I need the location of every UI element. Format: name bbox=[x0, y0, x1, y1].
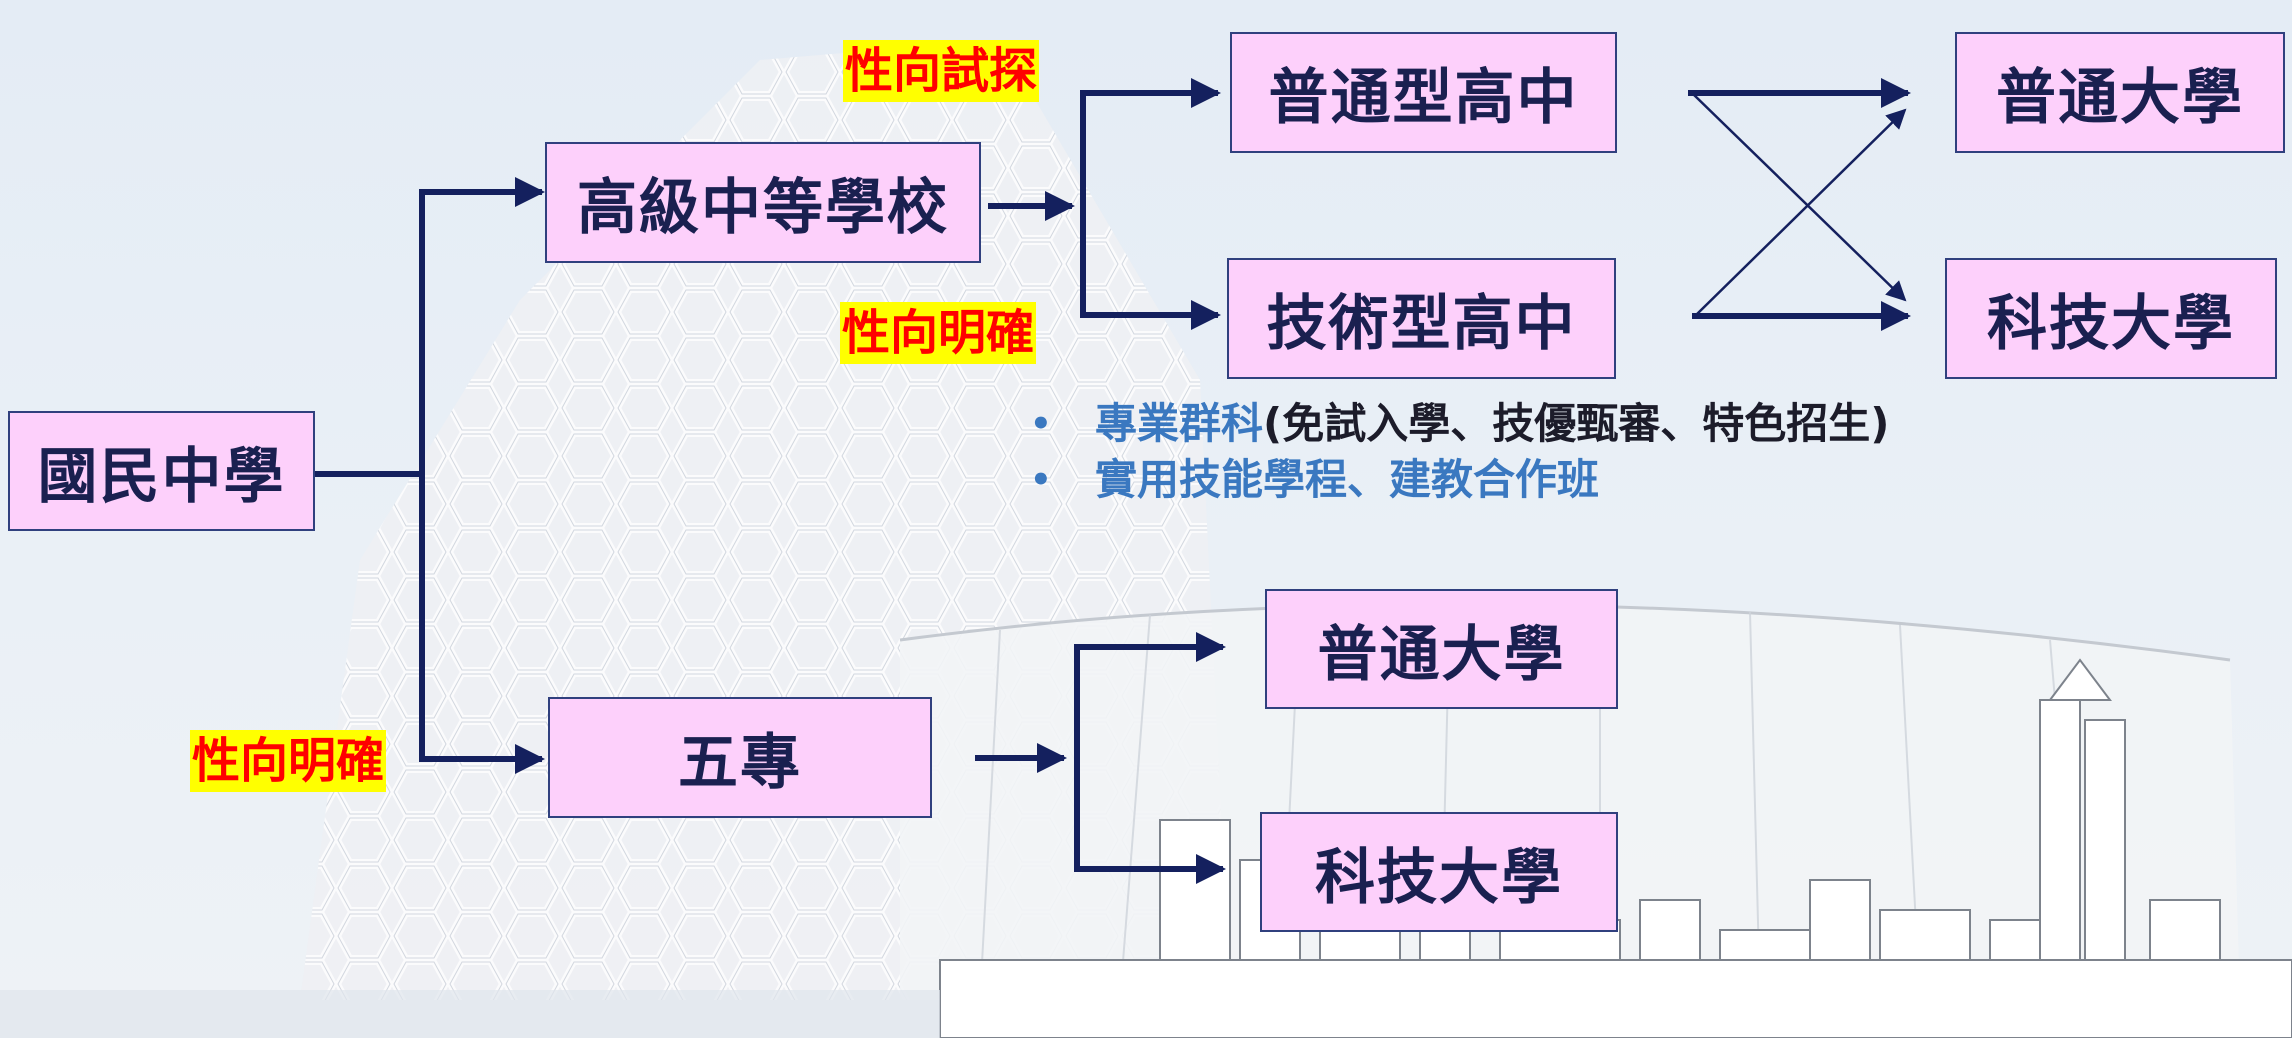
node-technical-high: 技術型高中 bbox=[1227, 258, 1616, 379]
node-university-top: 普通大學 bbox=[1955, 32, 2285, 153]
node-tech-university-bottom: 科技大學 bbox=[1260, 812, 1618, 932]
program-notes: • 專業群科 (免試入學、技優甄審、特色招生) • 實用技能學程、建教合作班 bbox=[1030, 396, 1889, 508]
arrow-technical-to-university bbox=[1694, 108, 1907, 317]
tag-aptitude-clear-lower: 性向明確 bbox=[190, 730, 387, 792]
tag-aptitude-clear-upper: 性向明確 bbox=[840, 302, 1037, 364]
node-junior-college: 五專 bbox=[548, 697, 932, 818]
node-junior-high: 國民中學 bbox=[8, 411, 315, 531]
note-main-text: 專業群科 bbox=[1095, 399, 1264, 448]
bullet-icon: • bbox=[1030, 460, 1052, 500]
node-tech-university-top: 科技大學 bbox=[1945, 258, 2277, 379]
node-university-bottom: 普通大學 bbox=[1265, 589, 1618, 709]
tag-aptitude-exploration: 性向試探 bbox=[843, 40, 1040, 102]
node-general-high: 普通型高中 bbox=[1230, 32, 1617, 153]
arrow-general-to-tech-university bbox=[1691, 92, 1907, 302]
note-line-2: • 實用技能學程、建教合作班 bbox=[1030, 452, 1889, 508]
note-detail-text: (免試入學、技優甄審、特色招生) bbox=[1263, 399, 1890, 448]
note-line-1: • 專業群科 (免試入學、技優甄審、特色招生) bbox=[1030, 396, 1889, 452]
bullet-icon: • bbox=[1030, 404, 1052, 444]
note-programs-text: 實用技能學程、建教合作班 bbox=[1095, 455, 1600, 504]
node-senior-secondary: 高級中等學校 bbox=[545, 142, 981, 263]
